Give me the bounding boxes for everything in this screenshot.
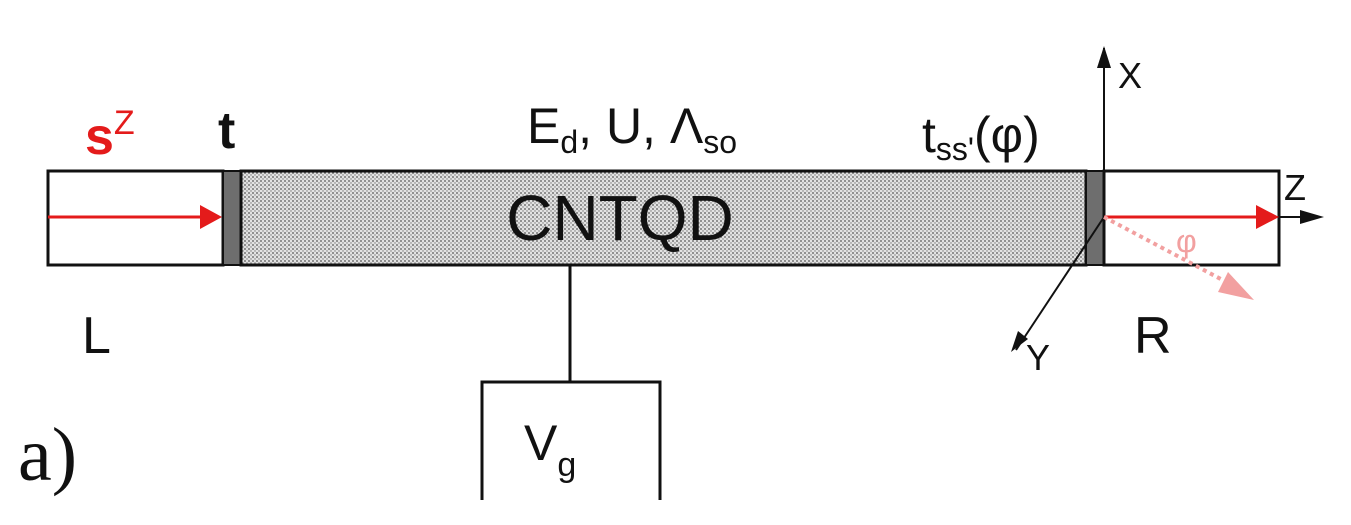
right-spin-arrow <box>1104 205 1279 229</box>
spin-label: sZ <box>85 104 135 166</box>
left-lead-label: L <box>82 307 111 365</box>
gate-label: Vg <box>524 415 576 484</box>
gate-box <box>480 380 662 500</box>
right-lead-label: R <box>1134 307 1172 365</box>
right-contact-barrier <box>1085 170 1105 266</box>
axis-x-label: X <box>1118 55 1142 96</box>
panel-label: a) <box>18 413 77 497</box>
angle-label: φ <box>1176 223 1197 259</box>
right-coupling-label: tss'(φ) <box>922 107 1040 167</box>
quantum-dot-body <box>239 169 1088 267</box>
rotated-spin-arrow <box>1103 215 1254 300</box>
dot-parameters-label: Ed, U, Λso <box>527 98 737 160</box>
left-coupling-label: t <box>218 102 235 160</box>
left-spin-arrow <box>48 205 222 229</box>
axis-z-label: Z <box>1284 167 1306 208</box>
axis-y-label: Y <box>1026 337 1050 378</box>
dot-name-label: CNTQD <box>506 182 734 254</box>
left-contact-barrier <box>222 170 242 266</box>
